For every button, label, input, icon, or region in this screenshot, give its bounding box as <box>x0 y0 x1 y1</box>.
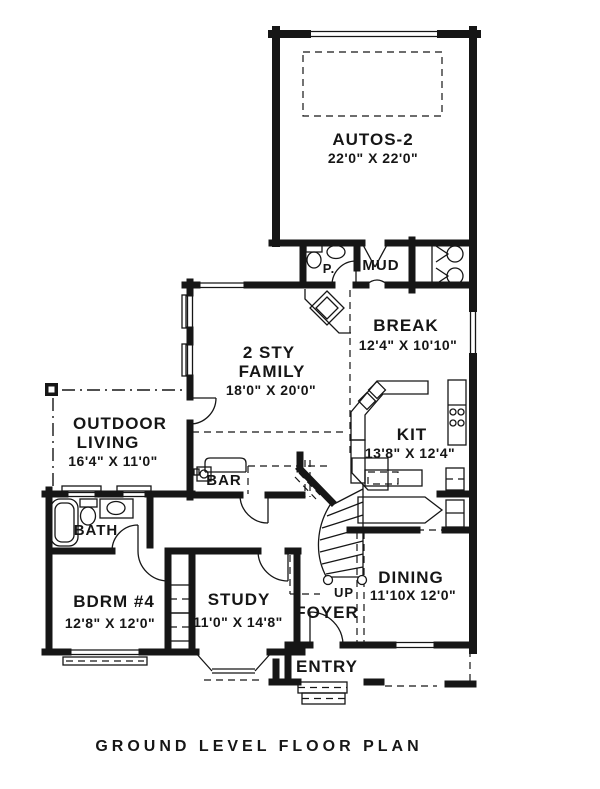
garage-overhead-outline <box>302 51 443 117</box>
front-door <box>309 611 344 646</box>
newel-post <box>322 574 334 586</box>
powder-sink <box>326 244 346 260</box>
vanity <box>99 498 134 519</box>
windows <box>61 30 477 681</box>
dashed-lines <box>52 51 471 687</box>
room-powder: P. <box>323 261 336 276</box>
room-bar: BAR <box>206 472 242 489</box>
break-dims: 12'4" X 10'10" <box>359 337 458 353</box>
room-mud: MUD <box>362 257 399 274</box>
powder-label: P. <box>323 261 336 276</box>
bathtub <box>50 498 79 547</box>
study-label: STUDY <box>208 590 271 609</box>
powder-door <box>331 260 357 286</box>
toilet-tank <box>79 498 98 508</box>
room-bedroom4: BDRM #4 12'8" X 12'0" <box>65 592 155 631</box>
study-dims: 11'0" X 14'8" <box>193 614 283 630</box>
kitchen-fixtures <box>350 379 467 528</box>
newel-post <box>356 574 368 586</box>
room-family: 2 STY FAMILY 18'0" X 20'0" <box>226 343 316 398</box>
study-bay-window <box>194 651 273 681</box>
kitchen-sink-1 <box>357 391 377 411</box>
family-dims: 18'0" X 20'0" <box>226 382 316 398</box>
fireplace <box>304 289 351 334</box>
dining-label: DINING <box>378 568 444 587</box>
powder-fixtures <box>305 243 346 269</box>
outdoor-dims: 16'4" X 11'0" <box>68 453 158 469</box>
outdoor-column <box>45 383 58 396</box>
room-garage: AUTOS-2 22'0" X 22'0" <box>328 130 418 166</box>
foyer-label: FOYER <box>295 603 359 622</box>
stairs-label-group: UP <box>334 585 354 600</box>
garage-label: AUTOS-2 <box>332 130 413 149</box>
room-break: BREAK 12'4" X 10'10" <box>359 316 458 353</box>
dryer <box>446 267 464 285</box>
study-door <box>257 550 289 582</box>
kitchen-angled-counter <box>351 457 389 491</box>
plan-caption: GROUND LEVEL FLOOR PLAN <box>95 738 422 755</box>
washer <box>446 245 464 263</box>
laundry-fixtures <box>431 243 464 288</box>
room-outdoor-living: OUTDOOR LIVING 16'4" X 11'0" <box>68 414 167 469</box>
hall-door <box>239 494 269 524</box>
outdoor-label-1: OUTDOOR <box>73 414 167 433</box>
entry-steps <box>297 681 348 705</box>
kitchen-dims: 13'8" X 12'4" <box>365 445 455 461</box>
dishwasher <box>367 471 399 485</box>
kitchen-island <box>357 496 444 524</box>
break-arch <box>365 279 389 286</box>
staircase <box>317 484 368 586</box>
walls <box>41 26 481 688</box>
room-dining: DINING 11'10X 12'0" <box>370 568 456 603</box>
bath-door <box>111 524 139 552</box>
wall-counter <box>447 379 467 446</box>
bath-label: BATH <box>74 522 119 539</box>
toilet-bowl <box>79 506 97 526</box>
kitchen-label: KIT <box>397 425 427 444</box>
break-label: BREAK <box>373 316 438 335</box>
bar-fixtures <box>193 457 247 482</box>
bedroom4-dims: 12'8" X 12'0" <box>65 615 155 631</box>
garage-dims: 22'0" X 22'0" <box>328 150 418 166</box>
bar-label: BAR <box>206 472 242 489</box>
kitchen-sink-2 <box>367 380 387 400</box>
mud-garage-door <box>361 242 389 268</box>
entry-label: ENTRY <box>296 657 358 676</box>
room-kitchen: KIT 13'8" X 12'4" <box>365 425 455 461</box>
bath-sink <box>106 500 126 516</box>
room-entry: ENTRY <box>296 657 358 676</box>
mud-label: MUD <box>362 257 399 274</box>
room-study: STUDY 11'0" X 14'8" <box>193 590 283 630</box>
room-bath: BATH <box>74 522 119 539</box>
toilet-bowl <box>306 251 322 269</box>
bedroom4-label: BDRM #4 <box>73 592 155 611</box>
family-label-2: FAMILY <box>239 362 306 381</box>
dining-dims: 11'10X 12'0" <box>370 587 456 603</box>
outdoor-open-edge <box>52 389 186 492</box>
bedroom-door <box>137 550 169 582</box>
bath-fixtures <box>50 498 134 547</box>
outdoor-label-2: LIVING <box>77 433 140 452</box>
up-label: UP <box>334 585 354 600</box>
family-label-1: 2 STY <box>243 343 295 362</box>
doors <box>111 242 389 646</box>
garage-door <box>307 30 441 38</box>
bar-sink <box>196 466 212 482</box>
closet-shelves <box>169 584 191 642</box>
room-foyer: FOYER <box>295 603 359 622</box>
outdoor-family-door <box>189 397 217 425</box>
